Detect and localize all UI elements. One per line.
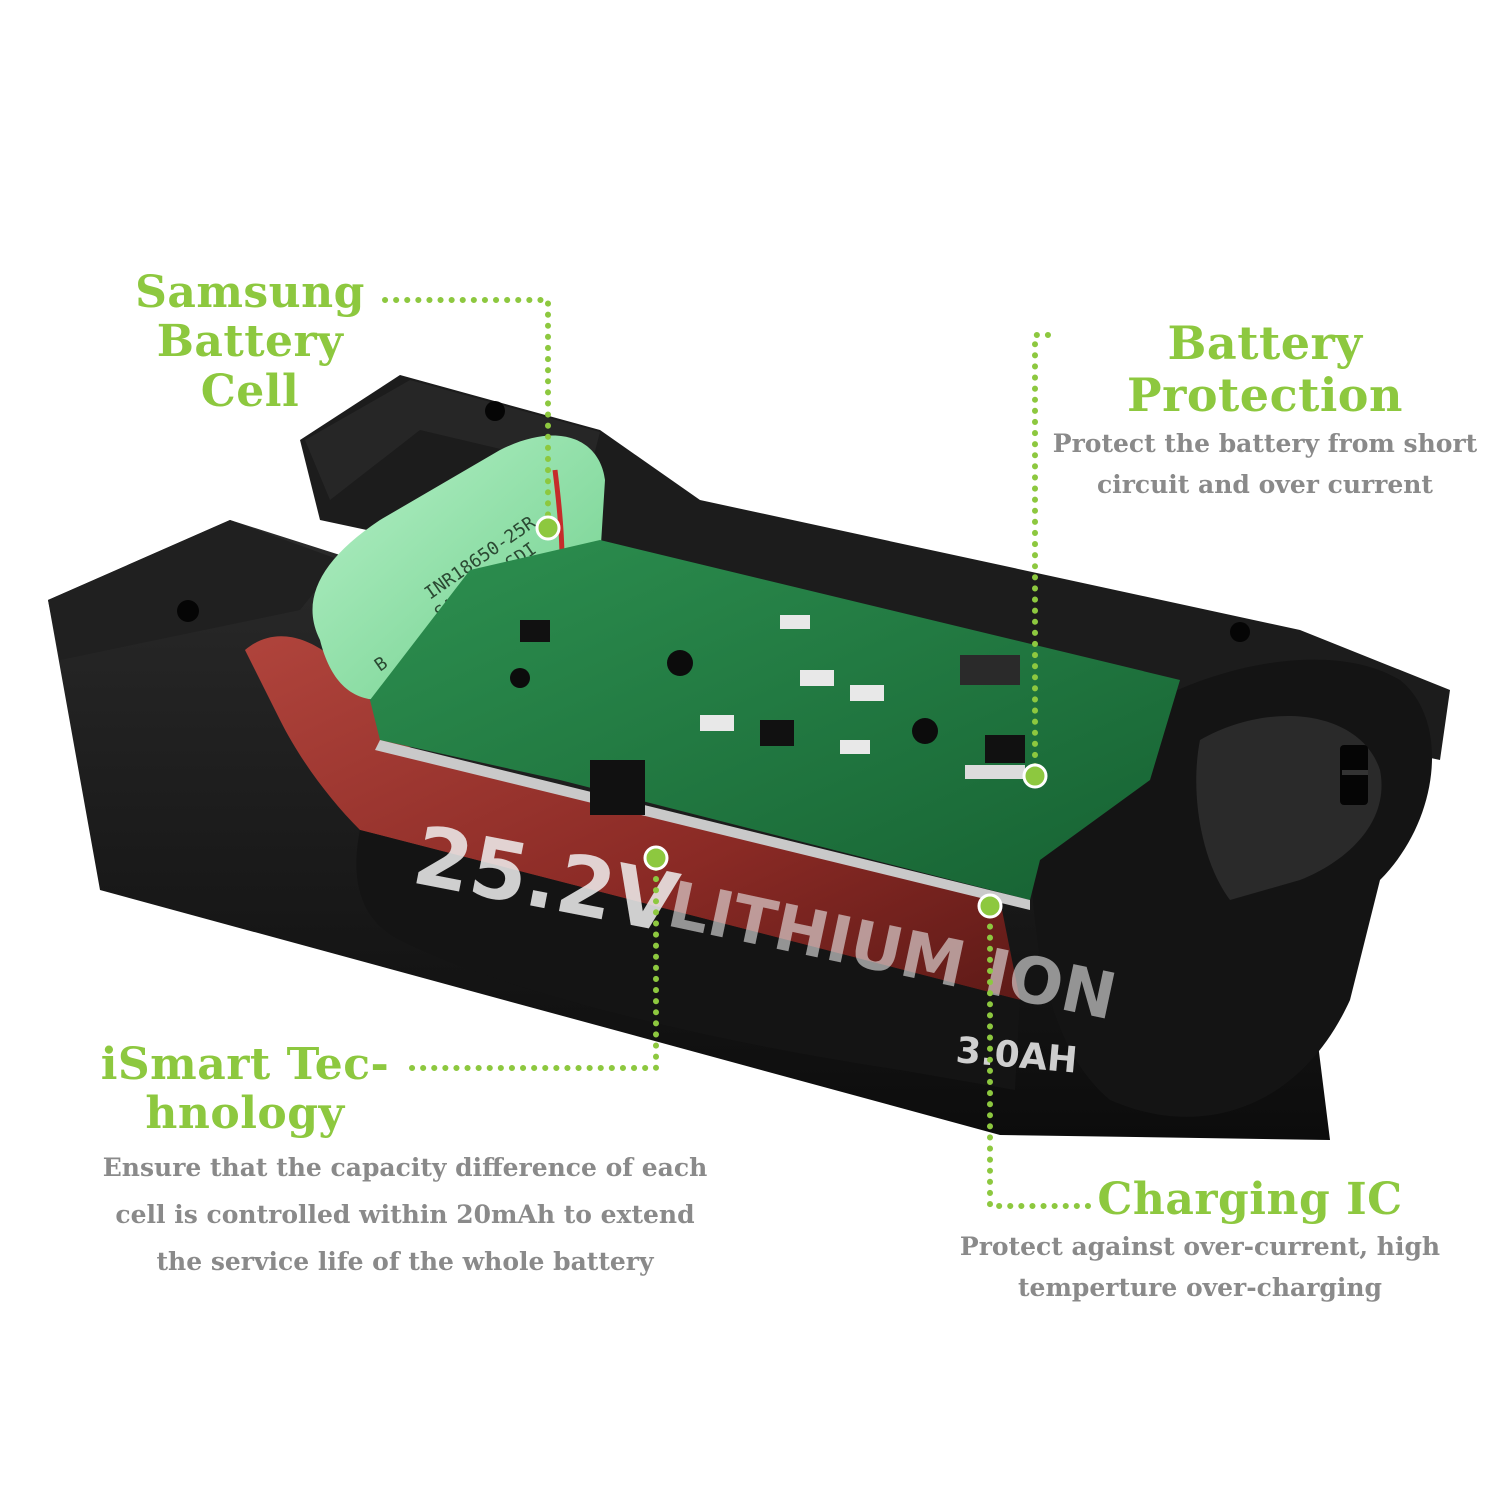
chip-icon	[960, 655, 1020, 685]
ismart-title-line2: hnology	[145, 1088, 345, 1140]
battery-protection-desc-line2: circuit and over current	[1097, 470, 1433, 500]
charging-dot-icon	[977, 893, 1003, 919]
ismart-leader-line	[409, 857, 659, 1071]
samsung-dot-icon	[535, 515, 561, 541]
pcb-standoff	[912, 718, 938, 744]
chip-icon	[520, 620, 550, 642]
ismart-desc-line2: cell is controlled within 20mAh to exten…	[115, 1199, 695, 1229]
samsung-cell-callout: Samsung Battery Cell	[100, 268, 400, 416]
chip-icon	[985, 735, 1025, 763]
protection-leader-line	[1032, 332, 1051, 778]
ismart-dot-icon	[643, 845, 669, 871]
battery-protection-title: Battery Protection	[1127, 316, 1403, 422]
charging-ic-callout: Charging IC Protect against over-current…	[940, 1175, 1460, 1306]
ismart-technology-callout: iSmart Tec- hnology Ensure that the capa…	[85, 1040, 725, 1280]
ismart-desc-line3: the service life of the whole battery	[156, 1246, 654, 1276]
chip-icon	[760, 720, 794, 746]
pcb-standoff	[667, 650, 693, 676]
charging-leader-line	[987, 903, 1091, 1209]
ismart-desc-line1: Ensure that the capacity difference of e…	[102, 1152, 708, 1182]
charging-ic-desc-line2: temperture over-charging	[1017, 1273, 1383, 1303]
battery-protection-desc-line1: Protect the battery from short	[1052, 429, 1478, 459]
charging-ic-title: Charging IC	[1097, 1174, 1403, 1225]
ismart-title-line1: iSmart Tec-	[100, 1039, 390, 1090]
charging-ic-desc-line1: Protect against over-current, high	[959, 1232, 1441, 1262]
callout-leaders	[382, 297, 1091, 1209]
protection-dot-icon	[1022, 763, 1048, 789]
samsung-cell-title-line1: Samsung	[135, 267, 365, 318]
samsung-cell-title-line2: Battery Cell	[156, 316, 344, 417]
protection-circuit-board	[370, 540, 1180, 910]
red-cell-sleeve	[245, 636, 1020, 1000]
callout-dots	[535, 515, 1048, 919]
battery-protection-callout: Battery Protection Protect the battery f…	[1040, 316, 1490, 503]
connector-icon	[590, 760, 645, 815]
samsung-leader-line	[382, 297, 551, 528]
